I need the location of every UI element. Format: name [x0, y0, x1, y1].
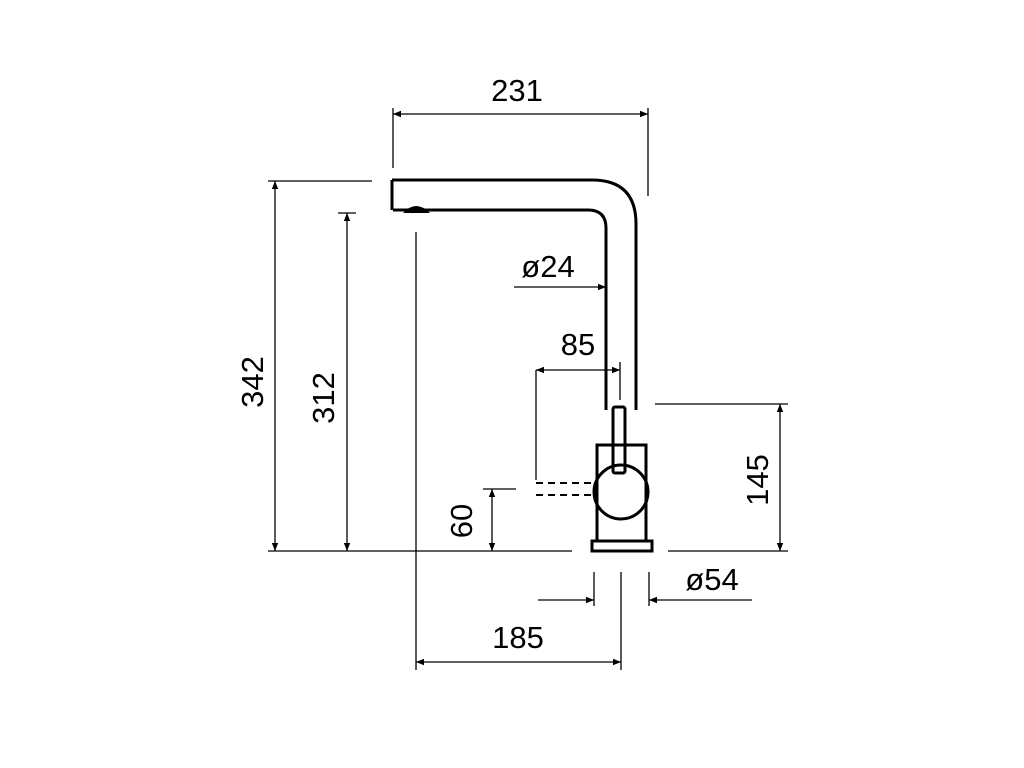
label-lever-offset: 85 — [561, 327, 595, 362]
label-total-height: 342 — [235, 356, 270, 408]
faucet-base — [590, 539, 654, 553]
label-lever-height: 60 — [444, 504, 479, 538]
label-base-diameter: ø54 — [685, 562, 738, 597]
dimension-labels: 231 342 312 ø24 85 145 60 ø54 185 — [235, 73, 775, 655]
label-body-height: 145 — [740, 454, 775, 506]
dimension-lines — [271, 110, 784, 666]
lever-hub — [592, 463, 650, 521]
spout — [390, 178, 638, 410]
faucet-body — [595, 443, 648, 543]
aerator-outlet — [403, 206, 430, 213]
label-spout-reach: 231 — [491, 73, 543, 108]
lever-handle — [611, 405, 627, 475]
lever-alternate-position — [536, 482, 598, 496]
label-spout-diameter: ø24 — [521, 249, 574, 284]
label-spout-height: 312 — [306, 372, 341, 424]
label-outlet-reach: 185 — [492, 620, 544, 655]
faucet-outline — [390, 178, 654, 553]
